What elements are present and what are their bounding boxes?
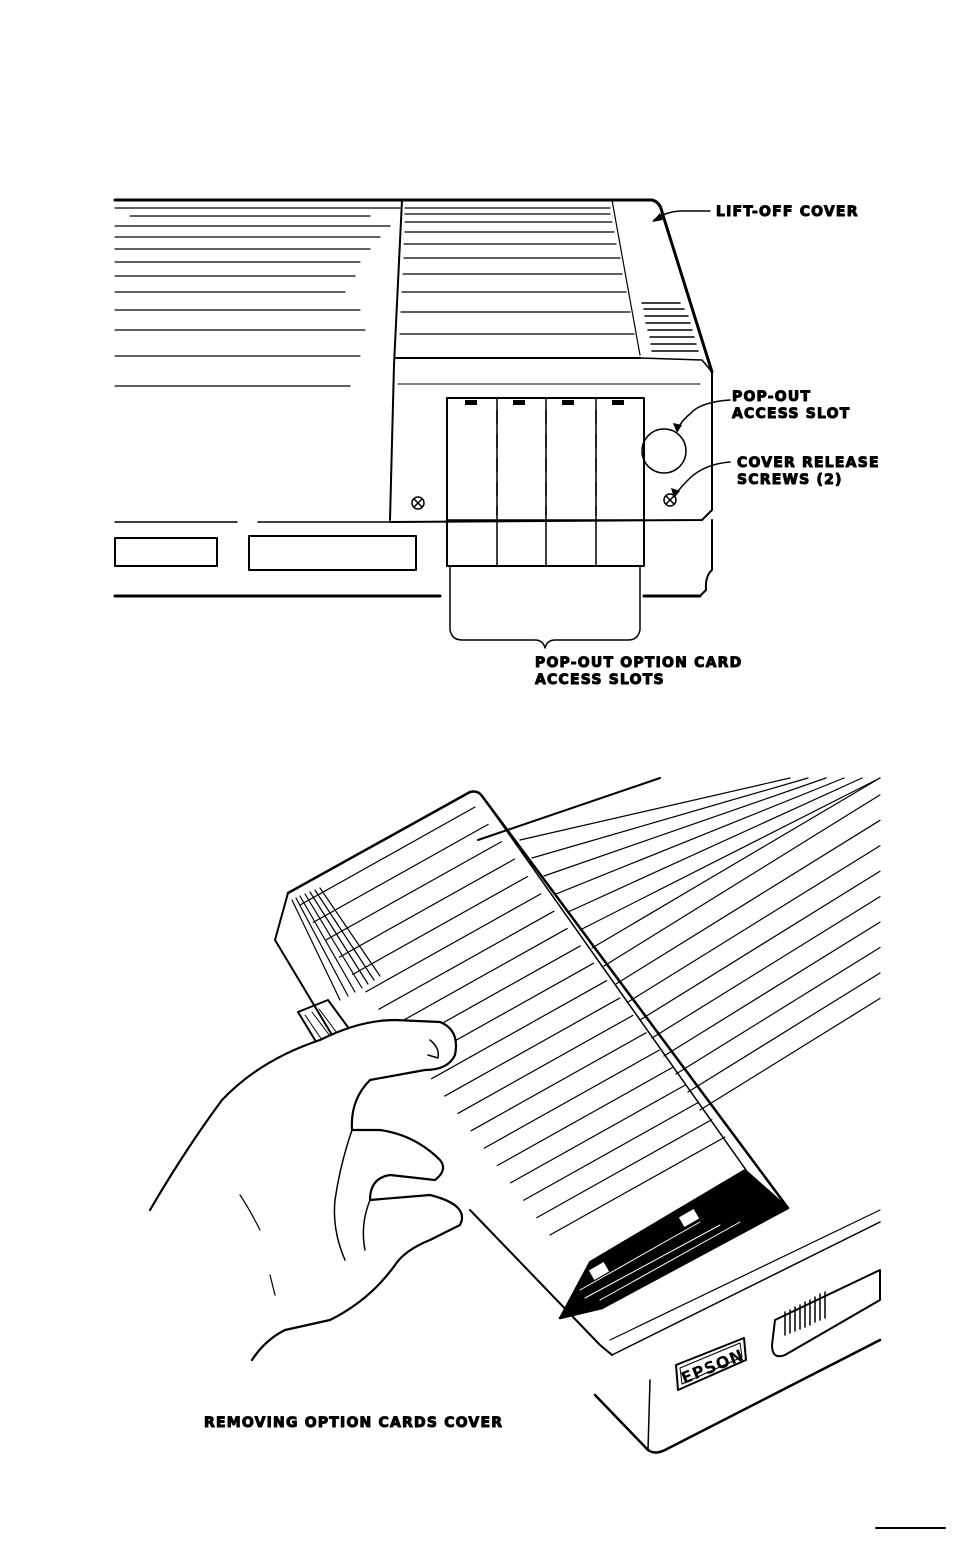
label-pop-out-line1: POP-OUT xyxy=(732,389,811,405)
rib-line xyxy=(543,777,827,877)
rib-line xyxy=(699,997,881,1111)
label-pop-out-line2: ACCESS SLOT xyxy=(732,406,851,422)
rib-line xyxy=(519,777,791,841)
rib-line xyxy=(365,893,542,993)
rib-line xyxy=(352,875,529,976)
rib-line xyxy=(603,794,881,967)
rib-line xyxy=(639,870,881,1021)
rib-line xyxy=(523,1101,700,1201)
label-lift-off-cover: LIFT-OFF COVER xyxy=(716,204,859,220)
rib-line xyxy=(457,1014,634,1115)
rib-line xyxy=(325,841,502,941)
rib-line xyxy=(430,980,608,1080)
rib-line xyxy=(675,946,881,1075)
rib-line xyxy=(299,806,476,906)
rib-line xyxy=(312,823,489,923)
rib-line xyxy=(509,1084,687,1184)
rib-line xyxy=(536,1119,713,1219)
label-release-line2: SCREWS (2) xyxy=(737,472,843,488)
rib-line xyxy=(567,777,863,913)
label-slots-line1: POP-OUT OPTION CARD xyxy=(535,655,742,671)
rib-line xyxy=(663,921,881,1057)
figure-removing-cover: EPSON xyxy=(148,777,882,1454)
hand-illustration xyxy=(148,1018,463,1362)
rib-line xyxy=(444,997,621,1097)
rib-line xyxy=(579,777,881,931)
cover-release-screw-icon xyxy=(411,496,425,510)
label-slots-line2: ACCESS SLOTS xyxy=(535,672,665,688)
rib-line xyxy=(615,819,881,985)
rib-line xyxy=(627,845,881,1003)
label-release-line1: COVER RELEASE xyxy=(737,455,880,471)
rib-line xyxy=(391,927,568,1028)
rib-line xyxy=(338,858,516,958)
cover-release-screw-icon xyxy=(663,493,677,507)
rib-line xyxy=(555,777,845,895)
epson-brand-text: EPSON xyxy=(678,1345,746,1387)
rib-line xyxy=(496,1066,673,1167)
rib-line xyxy=(483,1049,660,1149)
rib-line xyxy=(687,972,881,1093)
rib-line xyxy=(591,777,881,949)
figure-caption: REMOVING OPTION CARDS COVER xyxy=(204,1415,503,1431)
epson-logo: EPSON xyxy=(675,1337,747,1391)
rib-line xyxy=(531,777,809,859)
rib-line xyxy=(549,1136,726,1236)
figure-computer-front xyxy=(113,198,731,649)
rib-line xyxy=(470,1032,647,1132)
rib-line xyxy=(378,910,555,1010)
rib-line xyxy=(651,896,881,1039)
